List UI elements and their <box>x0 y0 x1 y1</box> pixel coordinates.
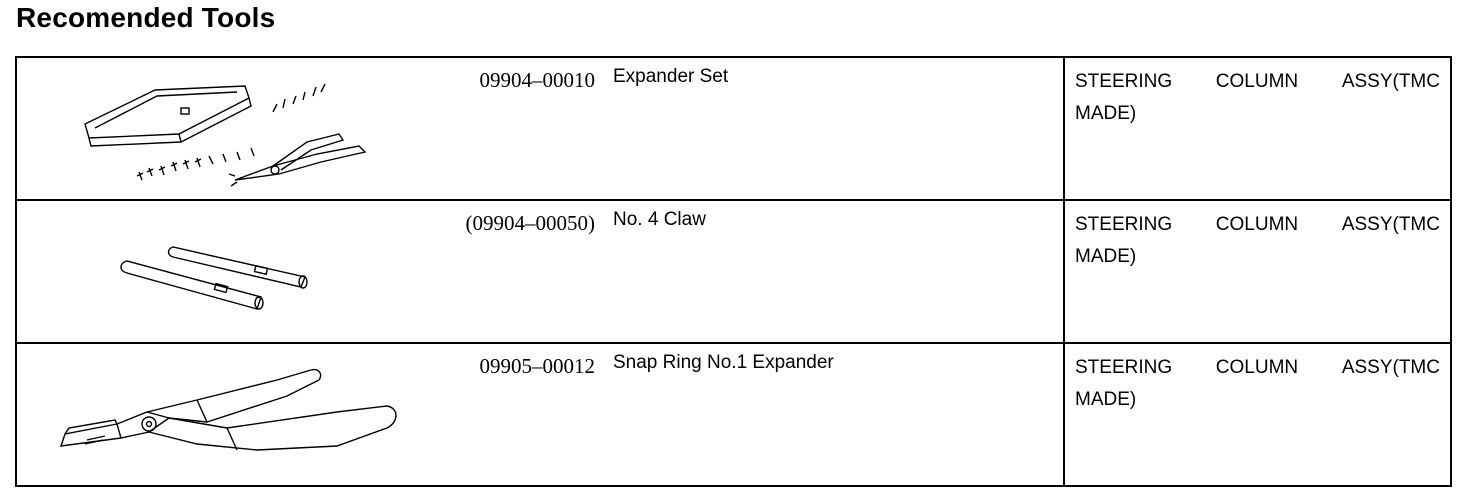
tool-cell: (09904–00050) No. 4 Claw <box>15 199 1065 344</box>
application-word: ASSY(TMC <box>1341 214 1440 235</box>
application-word: COLUMN <box>1215 71 1299 92</box>
application-word: COLUMN <box>1215 357 1299 378</box>
application-word: ASSY(TMC <box>1341 357 1440 378</box>
table-row: 09904–00010 Expander Set STEERING COLUMN… <box>15 56 1452 201</box>
part-number: 09904–00010 <box>479 68 596 92</box>
application-cell: STEERING COLUMN ASSY(TMC MADE) <box>1063 199 1452 344</box>
application-word: STEERING <box>1075 71 1173 92</box>
application-cell: STEERING COLUMN ASSY(TMC MADE) <box>1063 342 1452 487</box>
tool-cell: 09904–00010 Expander Set <box>15 56 1065 201</box>
part-number: (09904–00050) <box>465 211 596 235</box>
tool-name: No. 4 Claw <box>613 209 706 230</box>
tool-name: Snap Ring No.1 Expander <box>613 352 834 373</box>
application-word: STEERING <box>1075 357 1173 378</box>
application-rest: MADE) <box>1075 389 1137 410</box>
part-number: 09905–00012 <box>479 354 596 378</box>
application-word: ASSY(TMC <box>1341 71 1440 92</box>
expander-set-icon <box>84 83 367 187</box>
application-rest: MADE) <box>1075 103 1137 124</box>
table-row: 09905–00012 Snap Ring No.1 Expander STEE… <box>15 342 1452 487</box>
application-rest: MADE) <box>1075 246 1137 267</box>
claw-icon <box>120 246 308 310</box>
application-word: STEERING <box>1075 214 1173 235</box>
tool-cell: 09905–00012 Snap Ring No.1 Expander <box>15 342 1065 487</box>
snap-ring-expander-icon <box>59 368 397 451</box>
application-cell: STEERING COLUMN ASSY(TMC MADE) <box>1063 56 1452 201</box>
application-word: COLUMN <box>1215 214 1299 235</box>
table-row: (09904–00050) No. 4 Claw STEERING COLUMN… <box>15 199 1452 344</box>
tool-name: Expander Set <box>613 66 729 87</box>
tools-table: 09904–00010 Expander Set STEERING COLUMN… <box>15 56 1452 487</box>
page-title: Recomended Tools <box>16 2 276 33</box>
